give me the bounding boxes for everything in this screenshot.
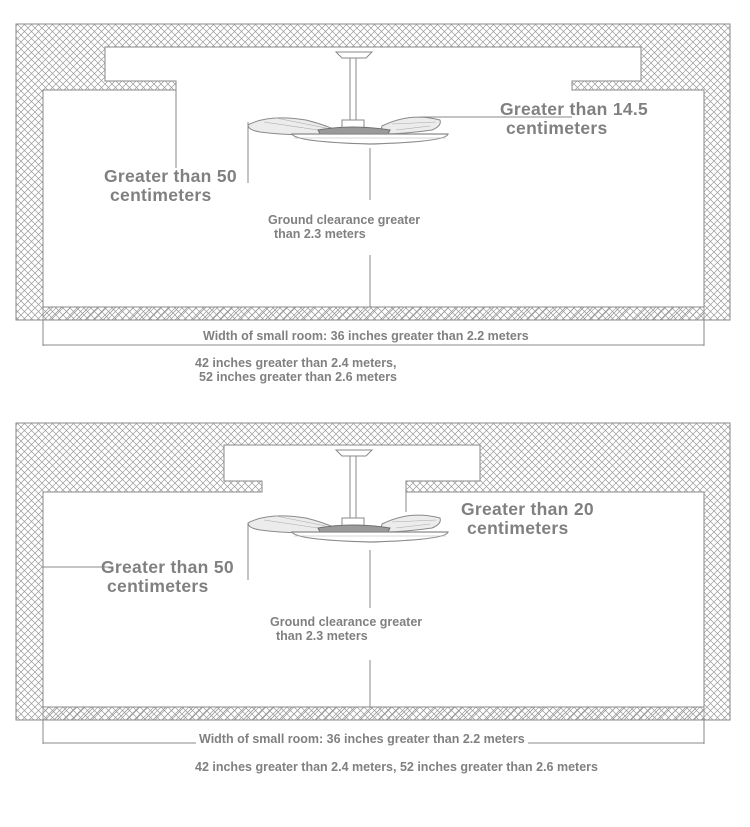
ground-clearance-label-1: Ground clearance greater than 2.3 meters [268, 213, 421, 241]
room-diagram-2 [15, 422, 731, 744]
room-diagram-1 [15, 23, 731, 346]
floor-2 [42, 706, 705, 721]
ceiling-clearance-label-2: Greater than 20 centimeters [461, 499, 594, 539]
ceiling-clearance-label-1: Greater than 14.5 centimeters [500, 99, 649, 139]
floor-1 [42, 306, 705, 321]
side-clearance-label-1: Greater than 50 centimeters [104, 166, 237, 206]
fan-size-notes-1: 42 inches greater than 2.4 meters, 52 in… [195, 356, 398, 384]
ground-clearance-label-2: Ground clearance greater than 2.3 meters [270, 615, 423, 643]
ceiling-fan-icon [247, 449, 449, 543]
fan-size-notes-2: 42 inches greater than 2.4 meters, 52 in… [195, 760, 598, 774]
side-clearance-label-2: Greater than 50 centimeters [101, 557, 234, 597]
room-width-label-2: Width of small room: 36 inches greater t… [196, 732, 528, 747]
ceiling-fan-icon [247, 51, 449, 145]
room-width-label-1: Width of small room: 36 inches greater t… [200, 329, 532, 344]
